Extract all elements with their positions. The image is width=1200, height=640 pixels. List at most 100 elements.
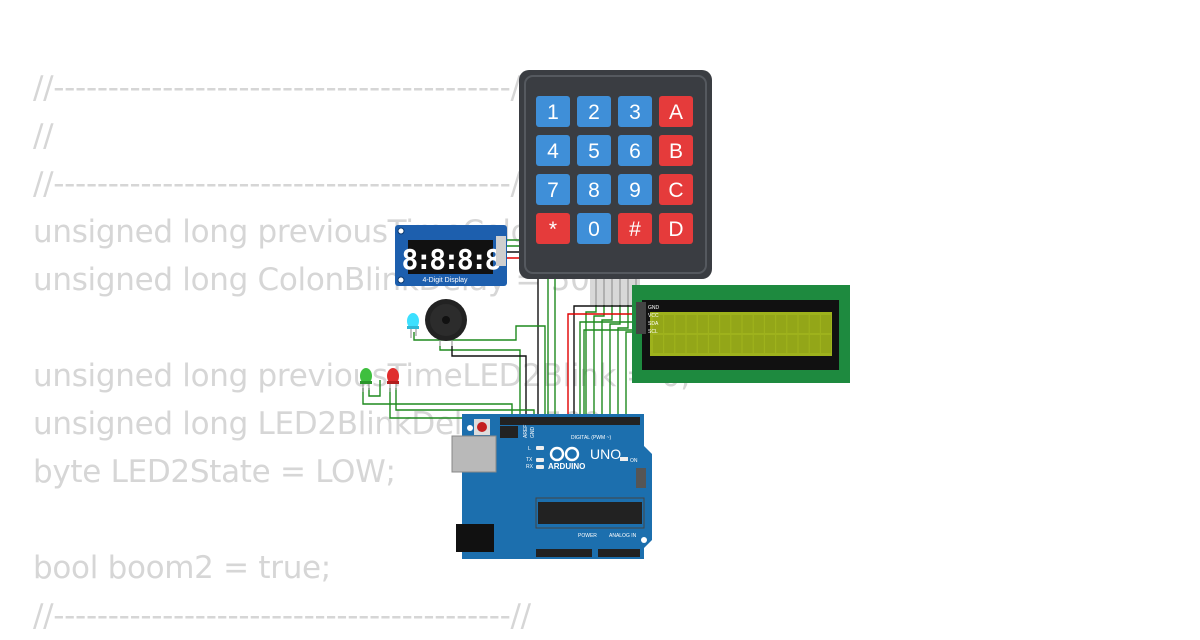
- lcd-cell: [765, 315, 775, 333]
- keypad-key[interactable]: [577, 213, 611, 244]
- lcd-i2c-pins: [636, 302, 646, 334]
- keypad-ribbon: [590, 279, 640, 305]
- code-line: //--------------------------------------…: [33, 166, 531, 202]
- keypad-key-label: A: [669, 101, 683, 124]
- lcd-pin-vcc: VCC: [648, 313, 659, 319]
- keypad-bezel: [524, 75, 707, 274]
- arduino-chip-socket: [535, 497, 645, 529]
- keypad-key[interactable]: [618, 135, 652, 166]
- arduino-uno: AREF GND DIGITAL (PWM ~) ON L TX RX UNO …: [451, 414, 652, 559]
- code-line: //: [33, 118, 54, 154]
- keypad-key[interactable]: [536, 174, 570, 205]
- keypad-key-label: 2: [588, 101, 600, 124]
- keypad-key[interactable]: [659, 135, 693, 166]
- lcd-cell: [731, 315, 742, 333]
- keypad-key-label: C: [668, 179, 683, 202]
- lcd-cell: [709, 335, 719, 353]
- wire-led-green-a: [362, 388, 513, 414]
- code-line: byte LED2State = LOW;: [33, 454, 396, 490]
- lcd-cell: [742, 335, 753, 353]
- lcd-cell: [798, 335, 809, 353]
- segment-display-screen: [408, 240, 493, 274]
- arduino-power-jack: [456, 524, 494, 552]
- arduino-chip: [538, 502, 642, 524]
- arduino-on-label: ON: [630, 458, 638, 464]
- lcd-cell: [742, 315, 753, 333]
- lcd-cells: [653, 315, 831, 353]
- wire-keypad-3: [601, 305, 613, 414]
- keypad-key-label: 1: [547, 101, 559, 124]
- keypad-key-label: #: [629, 218, 641, 241]
- segment-display: 8:8:8:8 4-Digit Display: [395, 225, 507, 286]
- wire-buzzer: [439, 346, 521, 414]
- wire-led-cyan: [413, 325, 546, 414]
- arduino-l-label: L: [528, 446, 531, 452]
- arduino-digital-header: [500, 417, 640, 425]
- lcd-cell: [653, 315, 663, 333]
- keypad-key-label: 4: [547, 140, 559, 163]
- lcd-cell: [753, 335, 764, 353]
- arduino-small-headers: [636, 468, 646, 488]
- keypad-key-label: 0: [588, 218, 600, 241]
- lcd-pin-scl: SCL: [648, 329, 658, 335]
- lcd-cell: [821, 315, 831, 333]
- led-cyan: [407, 313, 419, 338]
- segment-display-pins: [496, 236, 506, 266]
- lcd-cell: [809, 335, 820, 353]
- keypad-key[interactable]: [536, 96, 570, 127]
- arduino-infinity-logo-icon: [549, 446, 580, 462]
- code-background: //--------------------------------------…: [33, 64, 698, 640]
- arduino-model-label: UNO: [590, 446, 621, 462]
- lcd-pin-sda: SDA: [648, 321, 659, 327]
- keypad-key[interactable]: [577, 96, 611, 127]
- code-line: //--------------------------------------…: [33, 70, 531, 106]
- lcd-cell: [664, 335, 675, 353]
- lcd-cell: [675, 315, 686, 333]
- segment-display-digits: 8:8:8:8: [401, 243, 500, 276]
- keypad-key[interactable]: [659, 213, 693, 244]
- keypad-key[interactable]: [618, 96, 652, 127]
- lcd-cell: [765, 335, 775, 353]
- wire-keypad-1: [585, 305, 597, 414]
- arduino-rx-label: RX: [526, 464, 534, 470]
- keypad-key[interactable]: [536, 135, 570, 166]
- wire-buzzer-gnd: [451, 346, 527, 414]
- lcd-cell: [675, 335, 686, 353]
- keypad-key[interactable]: [659, 96, 693, 127]
- lcd-cell: [776, 335, 787, 353]
- arduino-analog-header: [598, 549, 640, 557]
- keypad-key-label: 5: [588, 140, 600, 163]
- buzzer: [425, 299, 467, 346]
- arduino-gnd-label: GND: [530, 427, 536, 439]
- lcd-cell: [720, 315, 731, 333]
- lcd-cell: [787, 335, 798, 353]
- keypad-key[interactable]: [536, 213, 570, 244]
- lcd-cell: [697, 335, 708, 353]
- led-red: [387, 368, 399, 392]
- arduino-brand-label: ARDUINO: [548, 462, 585, 471]
- arduino-usb-port: [451, 435, 497, 473]
- lcd-cell: [731, 335, 742, 353]
- keypad-key[interactable]: [659, 174, 693, 205]
- arduino-digital-label: DIGITAL (PWM ~): [571, 435, 611, 441]
- segment-display-label: 4-Digit Display: [422, 277, 468, 284]
- keypad-key-label: D: [668, 218, 683, 241]
- arduino-tx-label: TX: [526, 457, 533, 463]
- keypad-key[interactable]: [577, 174, 611, 205]
- wire-keypad-5: [617, 305, 629, 414]
- lcd-cell: [653, 335, 663, 353]
- wire-led-red-a: [389, 388, 530, 419]
- keypad-key-label: 3: [629, 101, 641, 124]
- keypad-key-label: 9: [629, 179, 641, 202]
- keypad-key[interactable]: [618, 213, 652, 244]
- keypad-key[interactable]: [618, 174, 652, 205]
- lcd-cell: [697, 315, 708, 333]
- code-line: unsigned long previousTimeLED2Blink = 0;: [33, 358, 691, 394]
- lcd-cell: [720, 335, 731, 353]
- arduino-aref-label: AREF: [523, 425, 529, 438]
- keypad-key-label: 6: [629, 140, 641, 163]
- lcd-cell: [809, 315, 820, 333]
- keypad-key[interactable]: [577, 135, 611, 166]
